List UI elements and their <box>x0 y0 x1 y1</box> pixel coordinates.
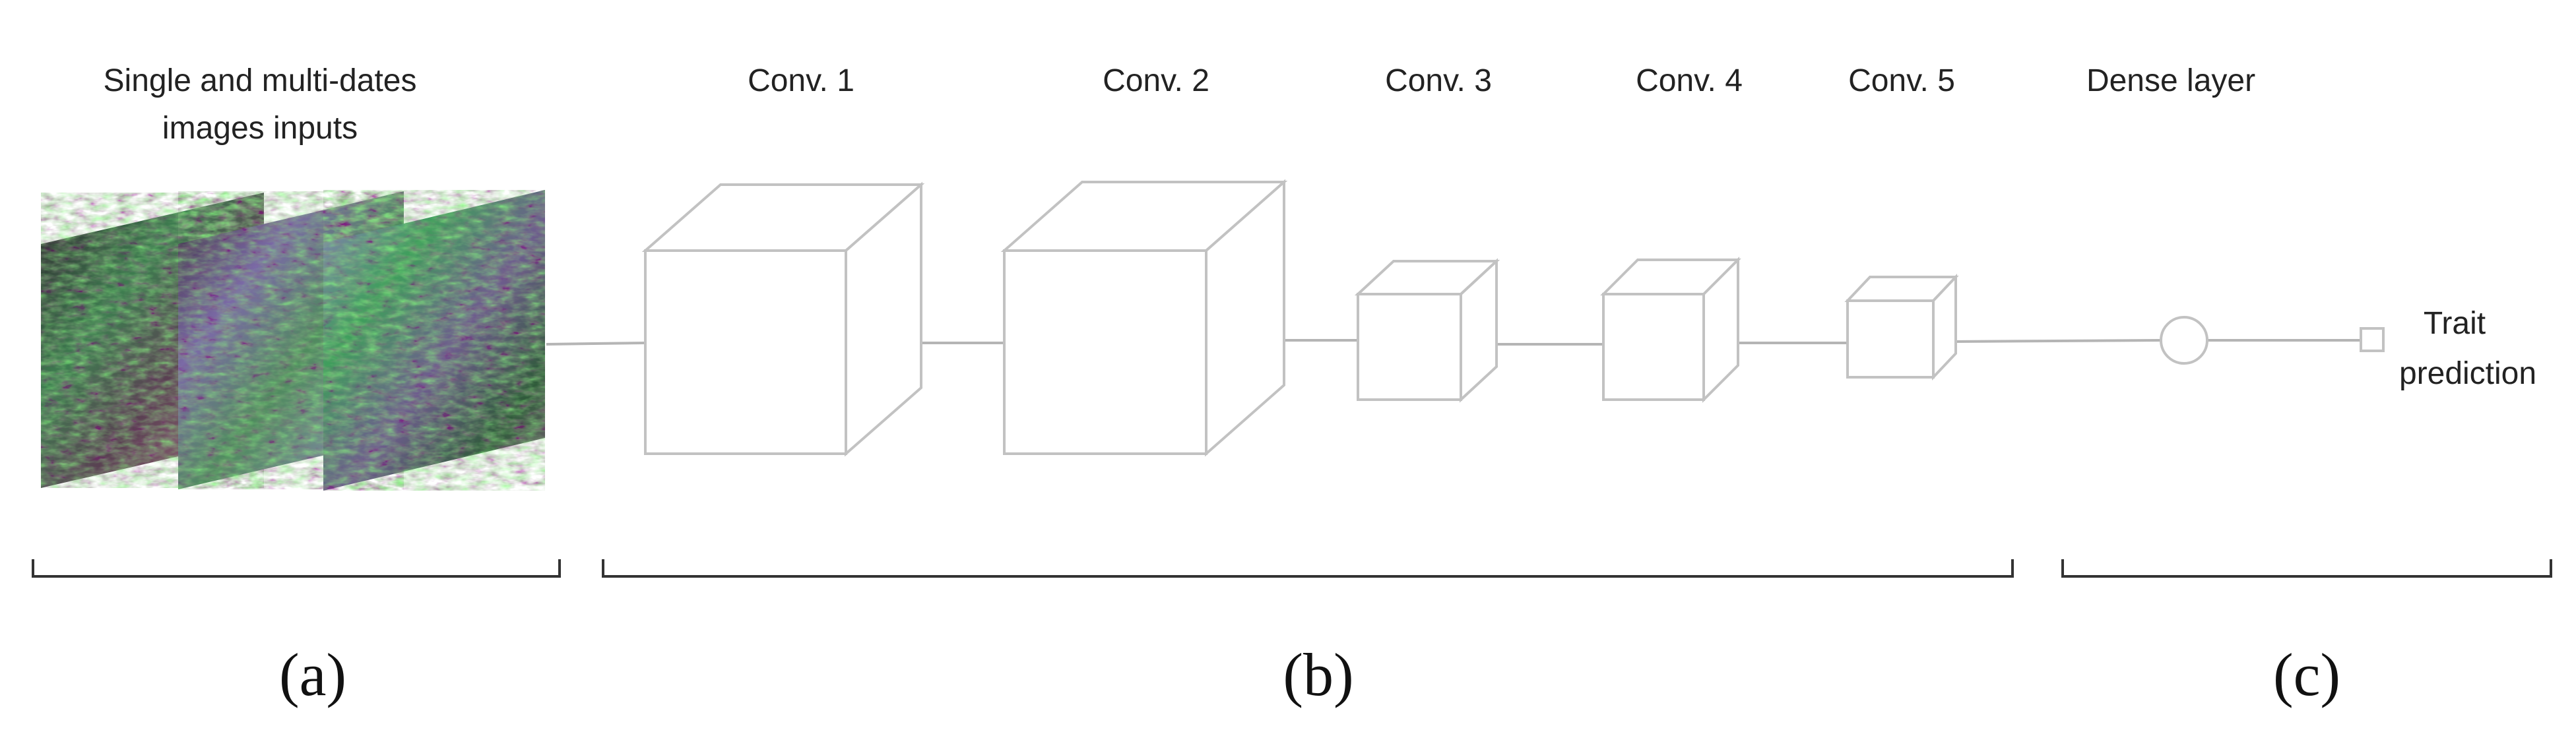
bracket-a <box>32 559 561 578</box>
conv1-label: Conv. 1 <box>748 63 854 98</box>
input-image-3 <box>323 190 545 491</box>
conv2-block <box>1000 179 1288 457</box>
section-c-label: (c) <box>2273 641 2340 708</box>
bracket-b <box>602 559 2014 578</box>
wire-conv5-to-dense <box>1950 339 2161 343</box>
output-label-line2: prediction <box>2399 356 2536 391</box>
input-image-stack <box>41 190 545 491</box>
conv1-block <box>641 181 925 457</box>
conv4-label: Conv. 4 <box>1636 63 1743 98</box>
conv4-block <box>1600 257 1741 403</box>
connection-lines <box>546 339 2361 346</box>
conv3-block <box>1354 258 1500 403</box>
output-label-line1: Trait <box>2424 306 2486 341</box>
conv2-label: Conv. 2 <box>1103 63 1209 98</box>
bracket-c <box>2061 559 2552 578</box>
inputs-label-line2: images inputs <box>162 111 358 146</box>
conv5-label: Conv. 5 <box>1848 63 1955 98</box>
conv3-label: Conv. 3 <box>1385 63 1492 98</box>
section-a-label: (a) <box>279 641 346 708</box>
dense-layer-node <box>2160 316 2208 365</box>
output-node <box>2360 327 2385 352</box>
inputs-label-line1: Single and multi-dates <box>104 63 417 98</box>
dense-layer-label: Dense layer <box>2086 63 2255 98</box>
section-b-label: (b) <box>1283 641 1353 708</box>
wire-input-to-conv1 <box>546 342 646 346</box>
conv5-block <box>1844 273 1959 381</box>
